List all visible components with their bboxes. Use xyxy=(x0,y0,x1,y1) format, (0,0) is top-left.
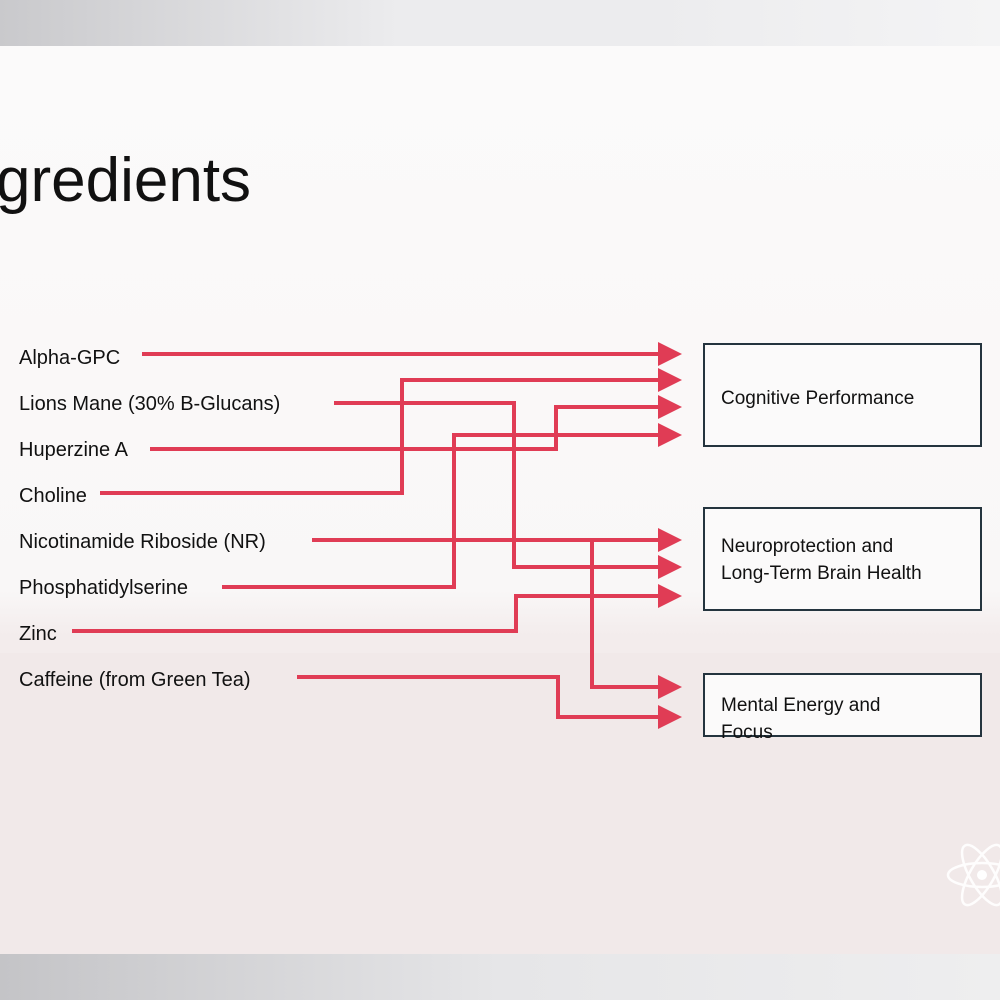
arrow-phosphatidylserine-to-cognitive xyxy=(222,423,682,589)
ingredient-huperzine-a: Huperzine A xyxy=(19,439,128,461)
slide-title: gredients xyxy=(0,146,252,215)
arrow-zinc-to-neuroprotection xyxy=(72,584,682,633)
outcome-box-mental-energy: Mental Energy and Focus xyxy=(703,673,982,743)
top-band xyxy=(0,0,1000,46)
ingredient-lions-mane: Lions Mane (30% B-Glucans) xyxy=(19,393,281,415)
arrow-lions-mane-to-neuroprotection xyxy=(334,401,682,579)
outcome-label-mental-energy-line2: Focus xyxy=(721,722,773,743)
ingredient-alpha-gpc: Alpha-GPC xyxy=(19,347,121,369)
atom-icon xyxy=(946,843,1000,907)
outcome-box-cognitive-performance: Cognitive Performance xyxy=(703,343,982,447)
arrow-choline-to-cognitive xyxy=(100,368,682,495)
arrow-nr-to-mental-energy xyxy=(590,540,682,699)
ingredient-nicotinamide-riboside: Nicotinamide Riboside (NR) xyxy=(19,531,266,553)
ingredient-phosphatidylserine: Phosphatidylserine xyxy=(19,577,188,599)
bottom-band xyxy=(0,954,1000,1000)
arrow-huperzine-to-cognitive xyxy=(150,395,682,451)
arrow-caffeine-to-mental-energy xyxy=(297,675,682,729)
outcome-label-neuroprotection-line1: Neuroprotection and xyxy=(721,536,894,557)
outcome-label-mental-energy-line1: Mental Energy and xyxy=(721,695,881,716)
outcome-box-neuroprotection: Neuroprotection and Long-Term Brain Heal… xyxy=(703,507,982,611)
outcome-label-neuroprotection-line2: Long-Term Brain Health xyxy=(721,563,922,584)
ingredient-caffeine: Caffeine (from Green Tea) xyxy=(19,669,251,691)
outcome-label-cognitive-performance: Cognitive Performance xyxy=(721,388,915,409)
ingredient-zinc: Zinc xyxy=(19,623,57,645)
ingredient-choline: Choline xyxy=(19,485,87,507)
